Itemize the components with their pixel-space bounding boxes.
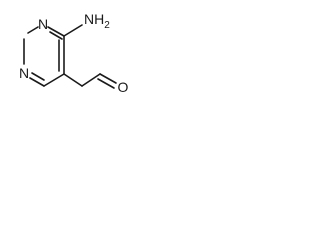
amino-hydrogen-count: 2 — [104, 20, 110, 31]
bond-carbonyl-double-b — [97, 78, 115, 89]
amino-group-label: NH2 — [84, 11, 110, 31]
amino-nitrogen: N — [84, 11, 94, 27]
bond-n1-c4 — [47, 26, 65, 37]
carbonyl-oxygen: O — [118, 79, 129, 95]
ring-nitrogen-top: N — [38, 16, 48, 32]
bond-c6-c5 — [43, 73, 65, 87]
bond-cho-carbon — [81, 73, 101, 87]
bond-n3-c6 — [29, 77, 45, 87]
bond-carbonyl-double-a — [99, 73, 117, 84]
bond-c4-amino — [63, 24, 83, 37]
ring-nitrogen-left: N — [19, 65, 29, 81]
pyrimidine-structure-diagram: N N NH2 O — [19, 11, 129, 95]
bond-c5-cho — [63, 73, 83, 87]
bond-n1-c4-inner — [49, 31, 63, 40]
bond-n3-c6-inner — [31, 72, 45, 81]
bond-c2-n1 — [27, 26, 39, 34]
amino-hydrogen: H — [94, 11, 104, 27]
